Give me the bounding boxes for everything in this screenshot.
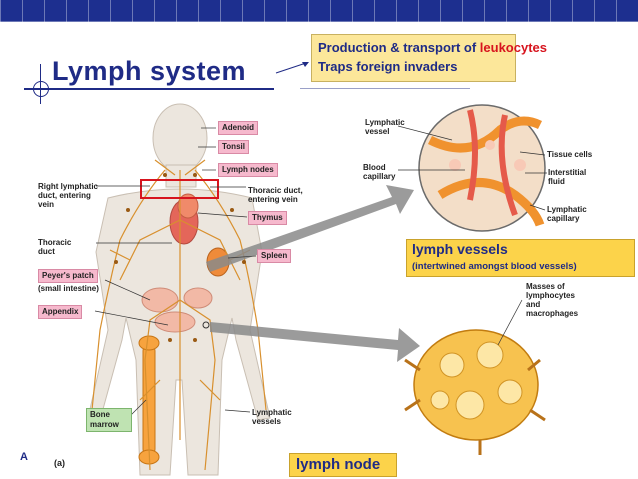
title-underline-extension [300, 88, 470, 89]
label-peyers-small-intestine: (small intestine) [38, 284, 99, 293]
label-tissue-cells: Tissue cells [547, 150, 593, 159]
lymph-node-inset [404, 329, 546, 455]
info-line-production-text: Production & transport of [318, 40, 480, 55]
label-interstitial-fluid: Interstitial fluid [548, 168, 587, 186]
title-bar-grid [0, 0, 638, 22]
label-lymph-nodes: Lymph nodes [218, 163, 278, 177]
info-line-production: Production & transport of leukocytes [318, 40, 547, 55]
crosshair-icon [33, 81, 49, 97]
lymphatic-vessel-network [91, 159, 267, 471]
label-masses-lymphocytes: Masses of lymphocytes and macrophages [526, 282, 579, 318]
label-right-lymphatic-duct: Right lymphatic duct, entering vein [38, 182, 99, 209]
arrow-to-node-icon [210, 322, 420, 362]
slide-letter: A [20, 451, 28, 463]
function-info-box: Production & transport of leukocytes Tra… [311, 34, 547, 82]
slide-title: Lymph system [52, 56, 247, 86]
label-lymphatic-vessel: Lymphatic vessel [365, 118, 405, 136]
info-line-traps: Traps foreign invaders [318, 59, 458, 74]
label-adenoid: Adenoid [218, 121, 258, 135]
callout-lymph-vessels-title: lymph vessels [412, 241, 508, 257]
callout-lymph-node-title: lymph node [296, 456, 381, 473]
thymus-organ [177, 193, 199, 219]
info-highlight-leukocytes: leukocytes [479, 40, 547, 55]
intestine-organ [141, 287, 213, 333]
label-peyers-patch-text: Peyer's patch [38, 269, 98, 283]
lymph-vessels-inset [418, 104, 546, 232]
label-peyers-patch: Peyer's patch (small intestine) [38, 265, 102, 293]
label-lymphatic-vessels: Lymphatic vessels [252, 408, 292, 426]
label-blood-capillary: Blood capillary [363, 163, 396, 181]
thoracic-duct-highlight [140, 179, 219, 199]
title-arrow-icon [275, 62, 309, 74]
leader-lines [94, 125, 547, 417]
callout-lymph-node: lymph node [289, 453, 397, 477]
label-lymphatic-capillary: Lymphatic capillary [547, 205, 587, 223]
callout-lymph-vessels-sub: (intertwined amongst blood vessels) [412, 261, 577, 272]
lymph-node-dots [114, 173, 246, 342]
label-appendix: Appendix [38, 305, 83, 319]
label-thoracic-duct: Thoracic duct [38, 238, 72, 256]
panel-label: (a) [54, 458, 65, 468]
label-bone-marrow: Bone marrow [86, 408, 132, 432]
label-thymus: Thymus [248, 211, 287, 225]
label-thoracic-duct-entering: Thoracic duct, entering vein [248, 186, 303, 204]
title-underline [24, 88, 274, 90]
label-tonsil: Tonsil [218, 140, 249, 154]
label-spleen: Spleen [257, 249, 292, 263]
callout-lymph-vessels: lymph vessels (intertwined amongst blood… [406, 239, 635, 277]
